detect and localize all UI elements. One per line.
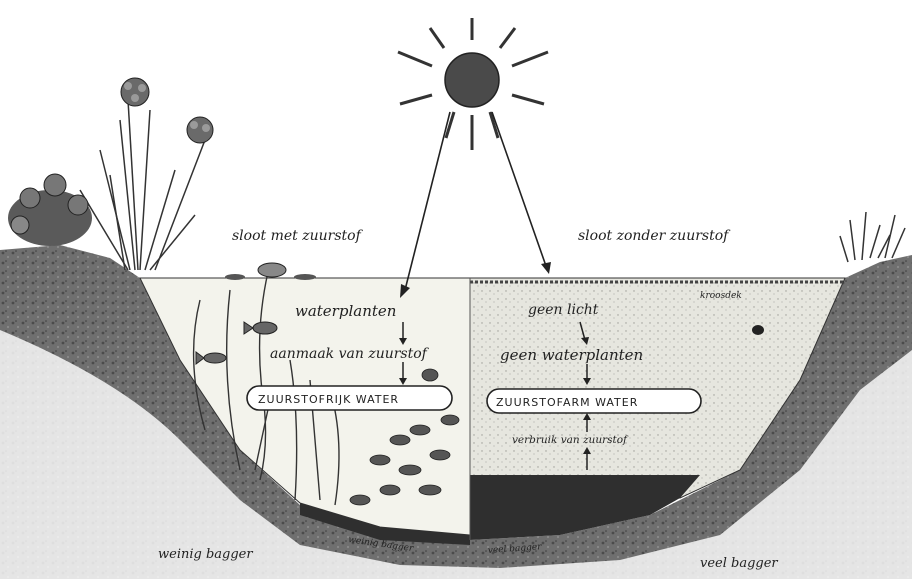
sunlight-arrow-right <box>492 112 546 266</box>
shrub-icon <box>8 174 92 246</box>
flower-icon <box>121 78 149 106</box>
sun-icon <box>398 18 548 150</box>
label-oxygen-use: verbruik van zuurstof <box>512 434 629 446</box>
sunlight-arrow-left <box>405 112 450 290</box>
beetle-icon <box>752 325 764 335</box>
flower-icon <box>187 117 213 143</box>
sunlight-arrowhead-right <box>541 262 551 274</box>
left-ditch-title: sloot met zuurstof <box>232 228 364 244</box>
label-much-mud-outside: veel bagger <box>700 556 778 571</box>
label-no-waterplants: geen waterplanten <box>500 346 643 364</box>
label-little-mud-outside: weinig bagger <box>158 547 253 562</box>
right-ditch-title: sloot zonder zuurstof <box>578 228 731 244</box>
bank-grass-right <box>840 212 905 262</box>
label-no-light: geen licht <box>528 302 599 318</box>
label-oxygen-production: aanmaak van zuurstof <box>270 346 430 362</box>
bank-plants-left <box>80 100 205 270</box>
label-oxygen-rich: ZUURSTOFRIJK WATER <box>258 393 399 406</box>
label-duckweed: kroosdek <box>700 291 742 301</box>
label-oxygen-poor: ZUURSTOFARM WATER <box>496 396 638 409</box>
label-waterplants: waterplanten <box>295 302 396 320</box>
waterlily-icon <box>225 263 316 280</box>
